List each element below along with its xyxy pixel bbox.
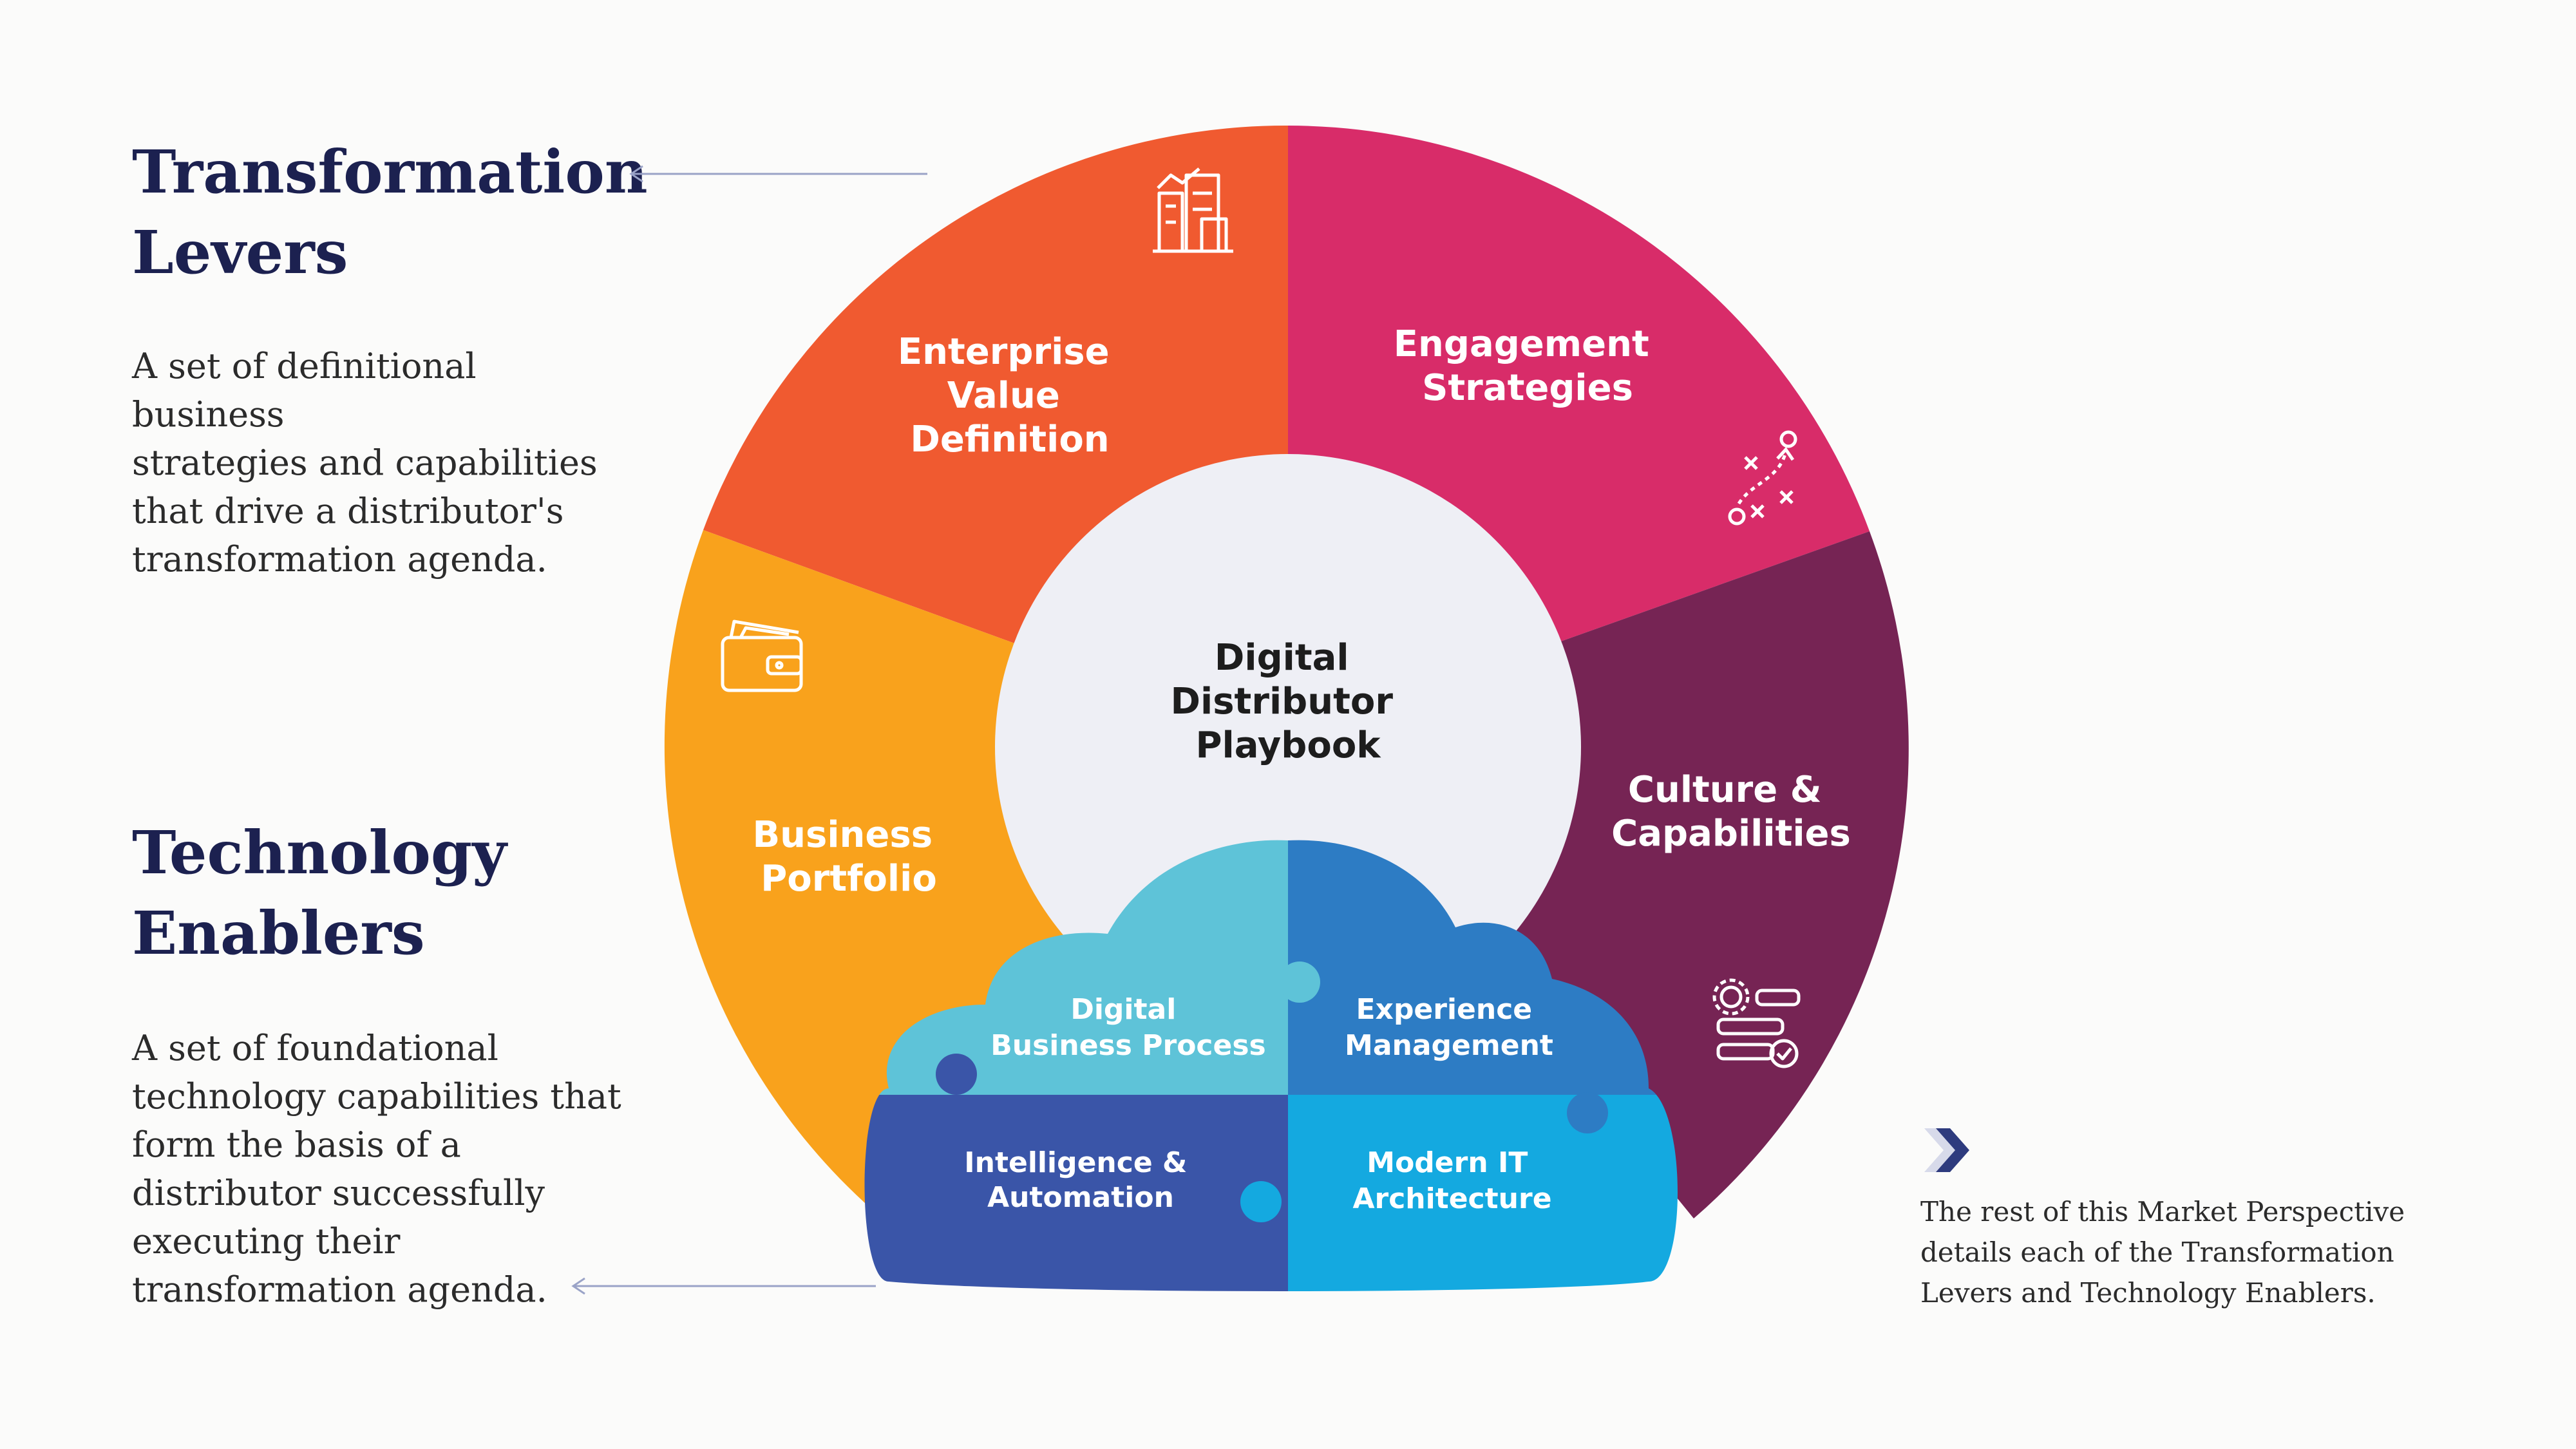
piece-label-line: Experience bbox=[1356, 993, 1533, 1026]
center-title-line: Distributor bbox=[1171, 681, 1394, 723]
piece-label-line: Digital bbox=[1070, 993, 1176, 1026]
center-title-line: Digital bbox=[1215, 637, 1349, 679]
technology-enablers-heading: Technology Enablers bbox=[132, 813, 621, 974]
description-line: form the basis of a bbox=[132, 1124, 461, 1165]
footnote-line: Levers and Technology Enablers. bbox=[1920, 1277, 2376, 1309]
segment-label-line: Engagement bbox=[1394, 323, 1649, 365]
strategy-play-icon bbox=[1728, 430, 1797, 526]
footnote-line: details each of the Transformation bbox=[1920, 1236, 2394, 1268]
puzzle-knob bbox=[1240, 1181, 1282, 1222]
center-title-line: Playbook bbox=[1195, 724, 1381, 766]
arrow-to-levers bbox=[629, 165, 927, 183]
piece-label-line: Intelligence & bbox=[964, 1146, 1187, 1179]
segment-label-line: Enterprise bbox=[898, 331, 1110, 373]
description-line: A set of definitional business bbox=[132, 346, 477, 435]
segment-label-line: Definition bbox=[910, 419, 1109, 460]
enterprise-value-segment bbox=[703, 125, 1288, 648]
description-line: transformation agenda. bbox=[132, 539, 547, 580]
wallet-cards-icon bbox=[721, 620, 803, 692]
engagement-strategies-label: Engagement Strategies bbox=[1394, 323, 1662, 409]
description-line: strategies and capabilities bbox=[132, 442, 598, 483]
segment-label-line: Strategies bbox=[1422, 367, 1633, 409]
footnote-text: The rest of this Market Perspective deta… bbox=[1920, 1191, 2410, 1313]
heading-line: Levers bbox=[132, 218, 348, 287]
experience-management-label: Experience Management bbox=[1345, 993, 1553, 1062]
piece-label-line: Business Process bbox=[990, 1029, 1265, 1062]
transformation-levers-description: A set of definitional business strategie… bbox=[132, 342, 621, 583]
puzzle-knob bbox=[1567, 1092, 1608, 1133]
arrow-to-enablers bbox=[571, 1277, 876, 1295]
description-line: distributor successfully bbox=[132, 1173, 545, 1213]
heading-line: Technology bbox=[132, 818, 507, 887]
description-line: that drive a distributor's bbox=[132, 491, 564, 531]
segment-label-line: Business bbox=[752, 814, 933, 856]
buildings-chart-icon bbox=[1153, 167, 1233, 253]
segment-label-line: Portfolio bbox=[761, 858, 937, 900]
technology-enablers-description: A set of foundational technology capabil… bbox=[132, 1024, 621, 1314]
piece-label-line: Architecture bbox=[1352, 1182, 1551, 1215]
business-portfolio-label: Business Portfolio bbox=[752, 814, 945, 900]
intelligence-automation-label: Intelligence & Automation bbox=[964, 1146, 1197, 1214]
segment-label-line: Capabilities bbox=[1611, 813, 1851, 855]
chevron-right-icon bbox=[1924, 1128, 1969, 1172]
segment-label-line: Culture & bbox=[1628, 769, 1822, 811]
center-title: Digital Distributor Playbook bbox=[1171, 637, 1406, 766]
intelligence-automation-piece bbox=[864, 1095, 1288, 1291]
puzzle-knob bbox=[1279, 961, 1320, 1003]
piece-label-line: Automation bbox=[987, 1181, 1174, 1214]
piece-label-line: Modern IT bbox=[1367, 1146, 1528, 1179]
digital-business-process-label: Digital Business Process bbox=[990, 993, 1265, 1062]
gear-checklist-icon bbox=[1712, 978, 1801, 1068]
heading-line: Enablers bbox=[132, 898, 425, 968]
description-line: executing their bbox=[132, 1221, 401, 1262]
culture-capabilities-label: Culture & Capabilities bbox=[1611, 769, 1851, 855]
modern-it-architecture-label: Modern IT Architecture bbox=[1352, 1146, 1551, 1215]
footnote-line: The rest of this Market Perspective bbox=[1920, 1196, 2405, 1227]
enterprise-value-label: Enterprise Value Definition bbox=[898, 331, 1122, 460]
description-line: transformation agenda. bbox=[132, 1269, 547, 1310]
piece-label-line: Management bbox=[1345, 1029, 1553, 1062]
puzzle-knob bbox=[936, 1054, 977, 1095]
modern-it-architecture-piece bbox=[1288, 1095, 1678, 1291]
transformation-levers-heading: Transformation Levers bbox=[132, 132, 648, 293]
engagement-strategies-segment bbox=[1288, 126, 1870, 646]
heading-line: Transformation bbox=[132, 137, 648, 207]
description-line: A set of foundational bbox=[132, 1028, 498, 1068]
segment-label-line: Value bbox=[947, 375, 1060, 417]
description-line: technology capabilities that bbox=[132, 1076, 621, 1117]
